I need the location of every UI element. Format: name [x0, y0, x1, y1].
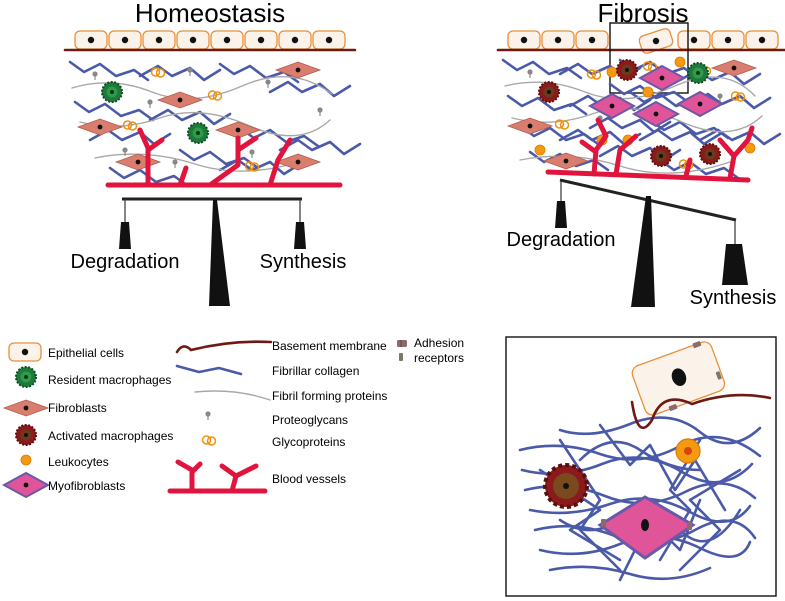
- blood-vessel-icon: [167, 459, 268, 494]
- legend-item-adhesion-receptors: Adhesion receptors: [397, 336, 464, 365]
- legend-label-basement-membrane: Basement membrane: [272, 339, 387, 353]
- fibrosis-panel: Fibrosis: [496, 0, 785, 309]
- legend-label-glycoproteins: Glycoproteins: [272, 435, 345, 449]
- inset-myofibroblast: [597, 495, 696, 560]
- legend-item-resident-macrophages: Resident macrophages: [15, 366, 171, 388]
- legend-label-fibrillar-collagen: Fibrillar collagen: [272, 364, 359, 378]
- fibrosis-degradation-label: Degradation: [507, 229, 616, 251]
- legend-item-glycoproteins: Glycoproteins: [201, 435, 345, 449]
- legend-item-fibrillar-collagen: Fibrillar collagen: [175, 364, 359, 378]
- epithelial-layer: [74, 30, 346, 50]
- homeostasis-synthesis-label: Synthesis: [260, 251, 347, 273]
- legend-label-epithelial: Epithelial cells: [48, 346, 124, 360]
- legend-label-activated-macrophages: Activated macrophages: [48, 429, 173, 443]
- collagen-icon: [175, 364, 243, 376]
- legend-item-proteoglycans: Proteoglycans: [204, 410, 348, 427]
- resident-macrophage-icon: [15, 366, 37, 388]
- legend-label-fibroblasts: Fibroblasts: [48, 401, 107, 415]
- legend-item-activated-macrophages: Activated macrophages: [15, 424, 173, 446]
- fibril-icon: [194, 390, 271, 401]
- inset-basement-membrane: [630, 393, 772, 430]
- inset-leukocyte: [675, 438, 701, 464]
- adhesion-receptor-icon: [397, 340, 407, 361]
- legend-item-fibroblasts: Fibroblasts: [3, 399, 107, 417]
- legend-label-adhesion-line2: receptors: [414, 351, 464, 365]
- legend-item-epithelial: Epithelial cells: [8, 342, 124, 362]
- legend-item-myofibroblasts: Myofibroblasts: [3, 472, 125, 498]
- legend-item-fibril-forming: Fibril forming proteins: [194, 389, 387, 403]
- extracellular-matrix: [68, 60, 362, 188]
- fibroblast-icon: [3, 399, 49, 417]
- legend-label-myofibroblasts: Myofibroblasts: [48, 479, 125, 493]
- homeostasis-degradation-label: Degradation: [71, 251, 180, 273]
- zoom-inset: [505, 336, 777, 597]
- leukocyte-icon: [20, 454, 32, 466]
- balance-scale-fibrosis: [555, 178, 748, 307]
- epithelial-cell-icon: [8, 342, 42, 362]
- inset-activated-macrophage: [543, 463, 589, 509]
- basement-membrane-icon: [175, 340, 273, 354]
- legend-label-proteoglycans: Proteoglycans: [272, 413, 348, 427]
- epithelial-layer-fibrosis: [507, 28, 779, 54]
- legend-label-fibril-forming: Fibril forming proteins: [272, 389, 387, 403]
- activated-macrophage-icon: [15, 424, 37, 446]
- balance-scale: [119, 197, 306, 306]
- legend-label-blood-vessels: Blood vessels: [272, 472, 346, 486]
- legend-item-leukocytes: Leukocytes: [20, 454, 109, 469]
- glycoprotein-icon: [201, 435, 217, 446]
- fibrosis-synthesis-label: Synthesis: [690, 287, 777, 309]
- legend-label-leukocytes: Leukocytes: [48, 455, 109, 469]
- homeostasis-title: Homeostasis: [135, 0, 285, 28]
- legend-label-resident-macrophages: Resident macrophages: [48, 373, 171, 387]
- homeostasis-panel: Homeostasis: [63, 0, 362, 306]
- myofibroblast-icon: [3, 472, 49, 498]
- legend-label-adhesion-line1: Adhesion: [414, 336, 464, 350]
- blood-vessel-fibrosis: [545, 117, 755, 183]
- legend: Epithelial cells Resident macrophages Fi…: [3, 336, 464, 498]
- legend-item-basement-membrane: Basement membrane: [175, 339, 387, 354]
- proteoglycan-icon: [204, 410, 212, 421]
- fibrosis-title: Fibrosis: [597, 0, 688, 28]
- fibrotic-matrix: [501, 56, 782, 180]
- blood-vessel: [105, 127, 343, 188]
- inset-epithelial-cell: [631, 341, 726, 416]
- legend-item-blood-vessels: Blood vessels: [167, 459, 346, 494]
